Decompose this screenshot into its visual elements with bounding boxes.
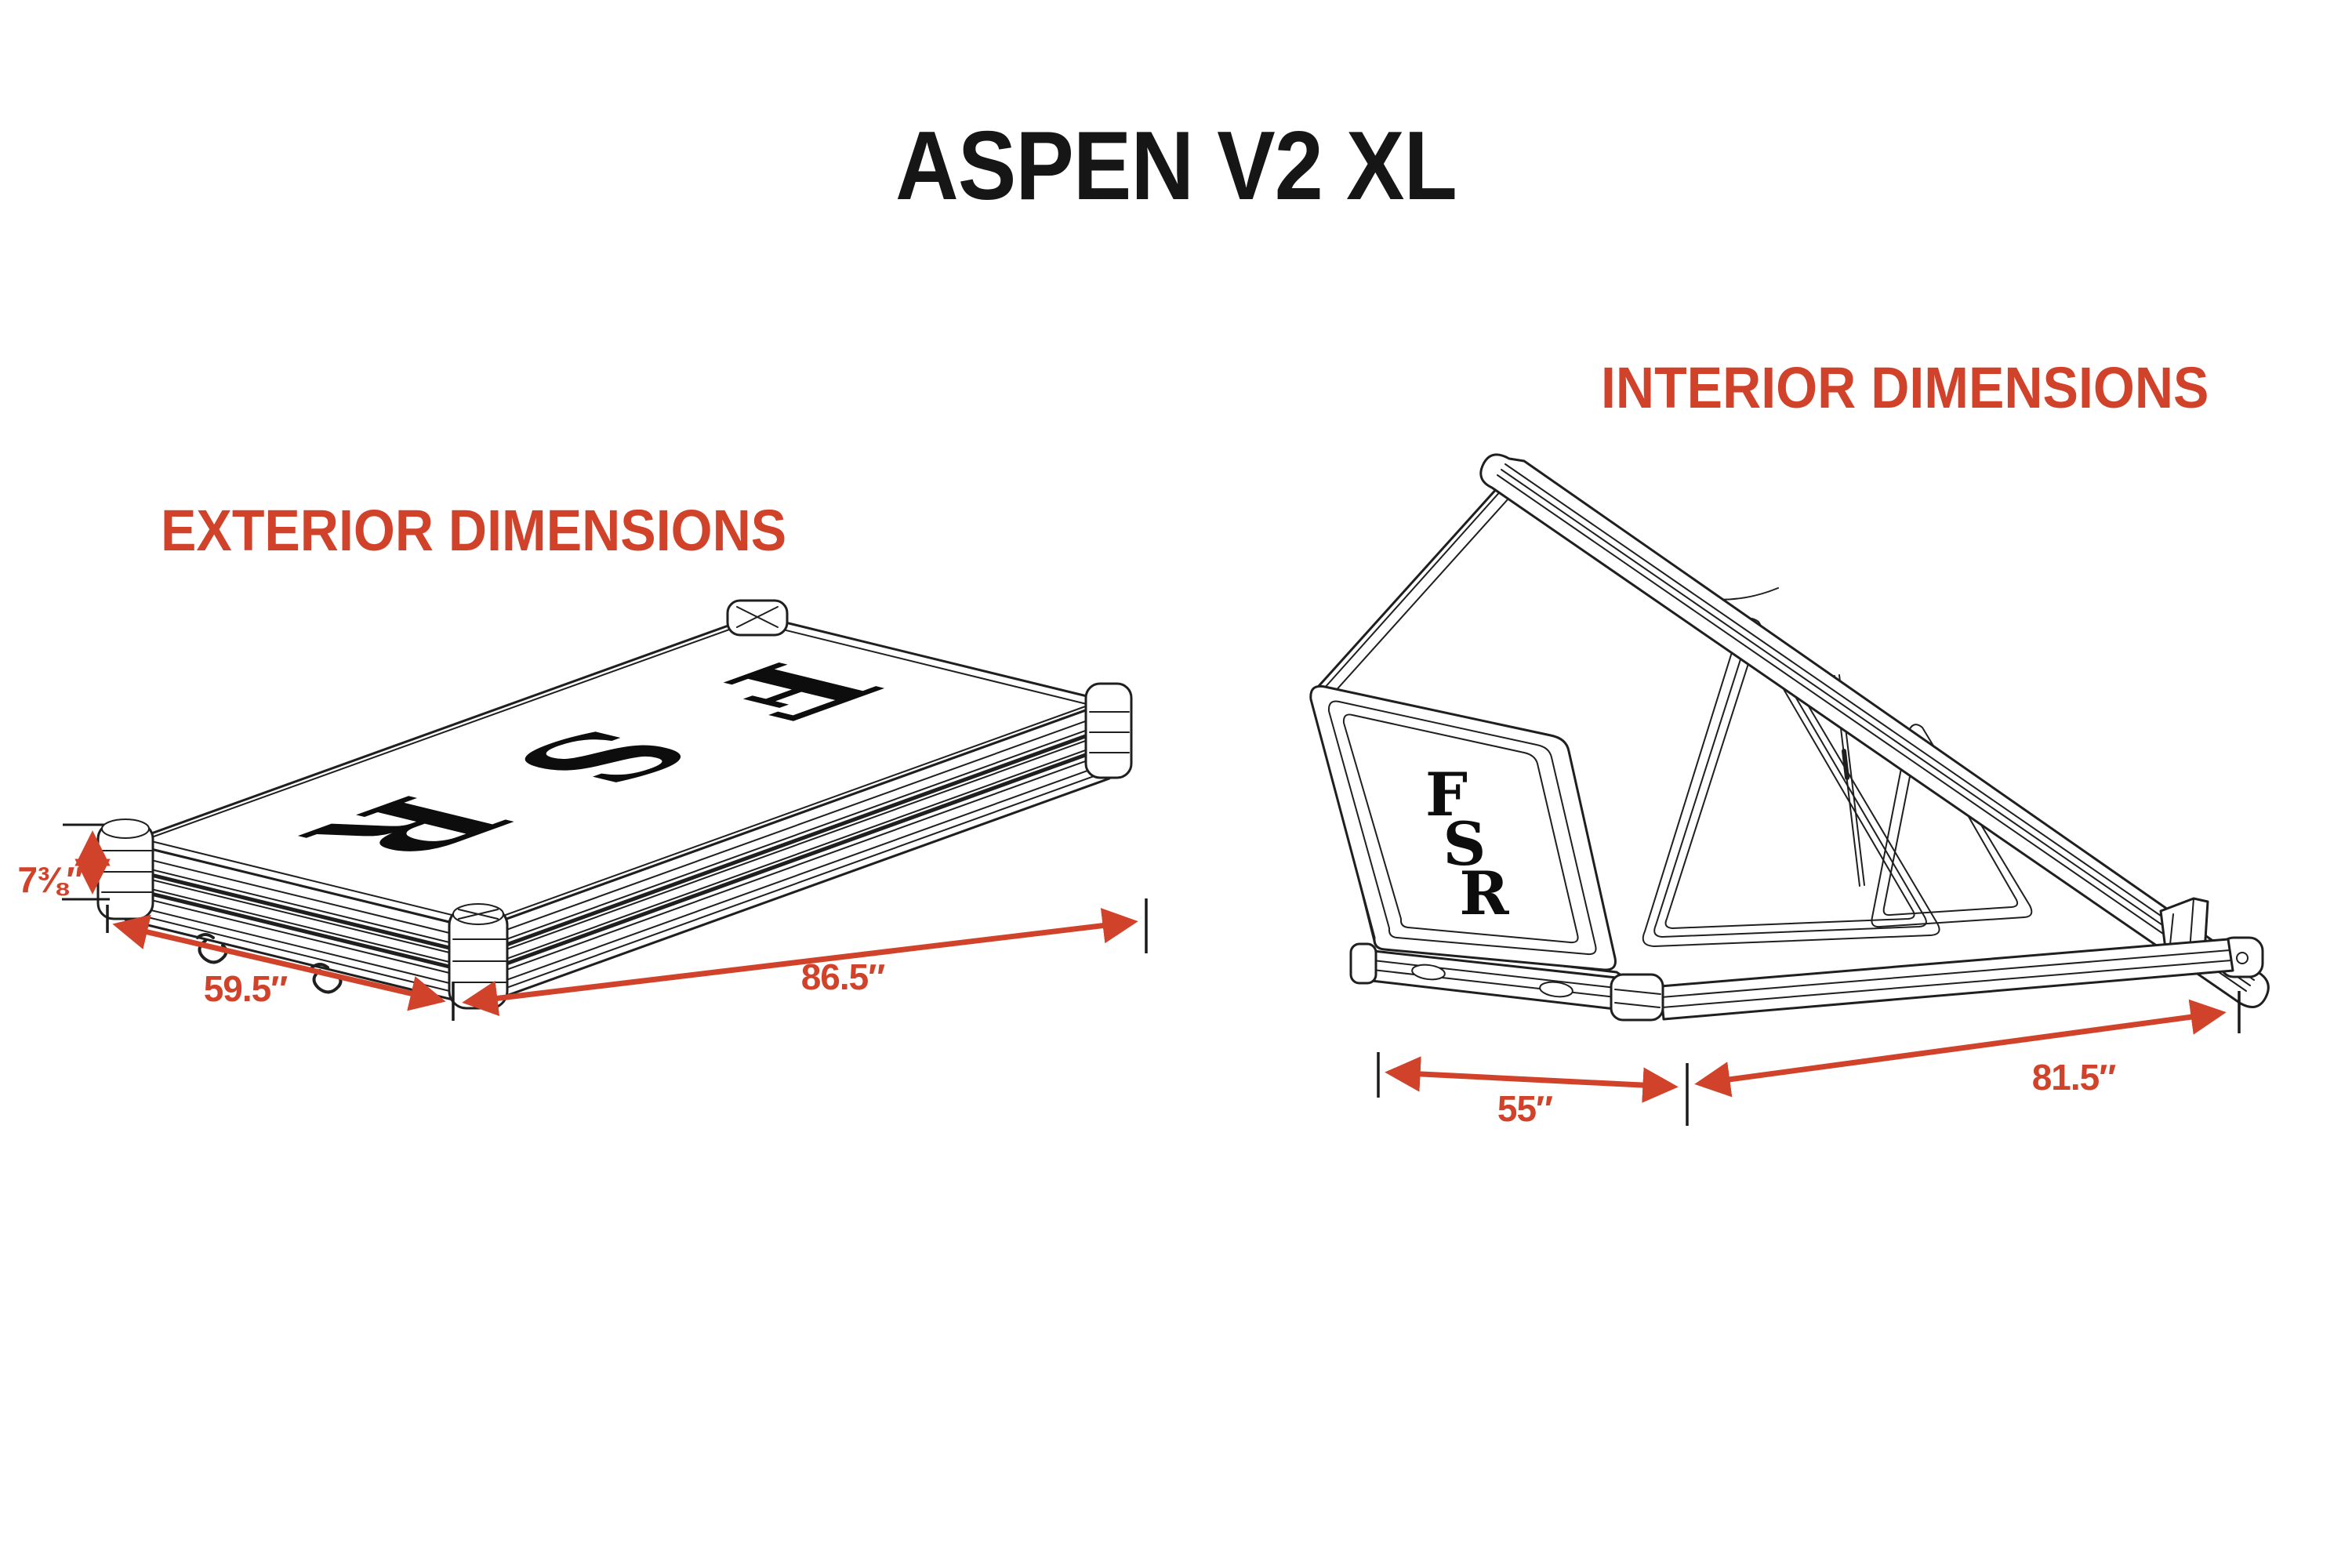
interior-tail-bolt [2236,952,2249,964]
interior-rear-seams [1316,473,1523,702]
interior-width-label: 55″ [1497,1088,1553,1129]
interior-logo-f: F [1425,760,1468,829]
interior-front-panel [1309,684,1617,971]
interior-width-arrow [1385,1056,1679,1103]
interior-base-corner-cap [1610,973,1664,1022]
width-arrow [112,914,446,1011]
interior-logo: F S R [1425,760,1509,928]
interior-length-label: 81.5″ [2032,1057,2117,1098]
interior-heading: INTERIOR DIMENSIONS [1601,355,2209,420]
exterior-tent-drawing: FSR [96,599,1133,1010]
interior-length-arrow [1694,999,2227,1098]
interior-tent-drawing: F S R [1309,453,2270,1022]
interior-base-rails [1349,938,2234,1022]
height-label: 7⅜″ [18,859,84,900]
interior-logo-s: S [1443,809,1486,879]
exterior-dimensions: 7⅜″ 59.5″ 86.5″ [18,823,1148,1021]
interior-logo-r: R [1459,858,1509,928]
length-arrow [462,908,1138,1016]
interior-front-panel-window [1342,713,1579,944]
interior-roof-ridges [1497,463,2255,992]
exterior-heading: EXTERIOR DIMENSIONS [161,498,787,563]
page-title: ASPEN V2 XL [895,112,1457,220]
length-label: 86.5″ [801,956,886,997]
interior-dimensions: 55″ 81.5″ [1377,991,2241,1129]
corner-cap-right [1084,682,1133,779]
width-label: 59.5″ [204,968,289,1009]
interior-roof-lid [1479,453,2270,1008]
interior-front-panel-seam [1327,700,1597,956]
